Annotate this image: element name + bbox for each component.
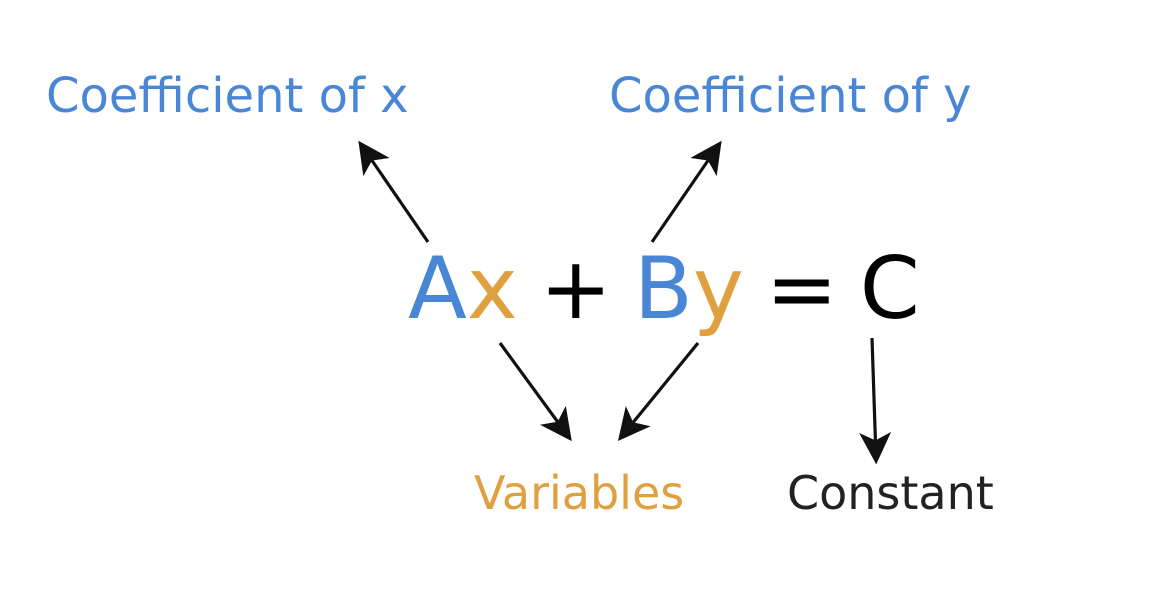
variable-y: y: [692, 239, 744, 339]
arrow-x-to-variables: [498, 342, 572, 442]
arrow-to-coefficient-x: [358, 140, 430, 243]
variables-label: Variables: [474, 466, 685, 520]
constant-label: Constant: [787, 466, 994, 520]
coefficient-y-label: Coefficient of y: [609, 68, 972, 124]
variable-x: x: [466, 239, 518, 339]
linear-equation: Ax+By=C: [408, 246, 920, 332]
arrow-to-coefficient-y: [650, 140, 722, 243]
coefficient-a: A: [408, 239, 467, 339]
arrow-c-to-constant: [859, 337, 892, 465]
coefficient-b: B: [633, 239, 693, 339]
arrow-y-to-variables: [617, 341, 700, 441]
equals-sign: =: [765, 239, 838, 339]
plus-sign: +: [539, 239, 612, 339]
constant-c: C: [859, 239, 920, 339]
coefficient-x-label: Coefficient of x: [46, 68, 409, 124]
